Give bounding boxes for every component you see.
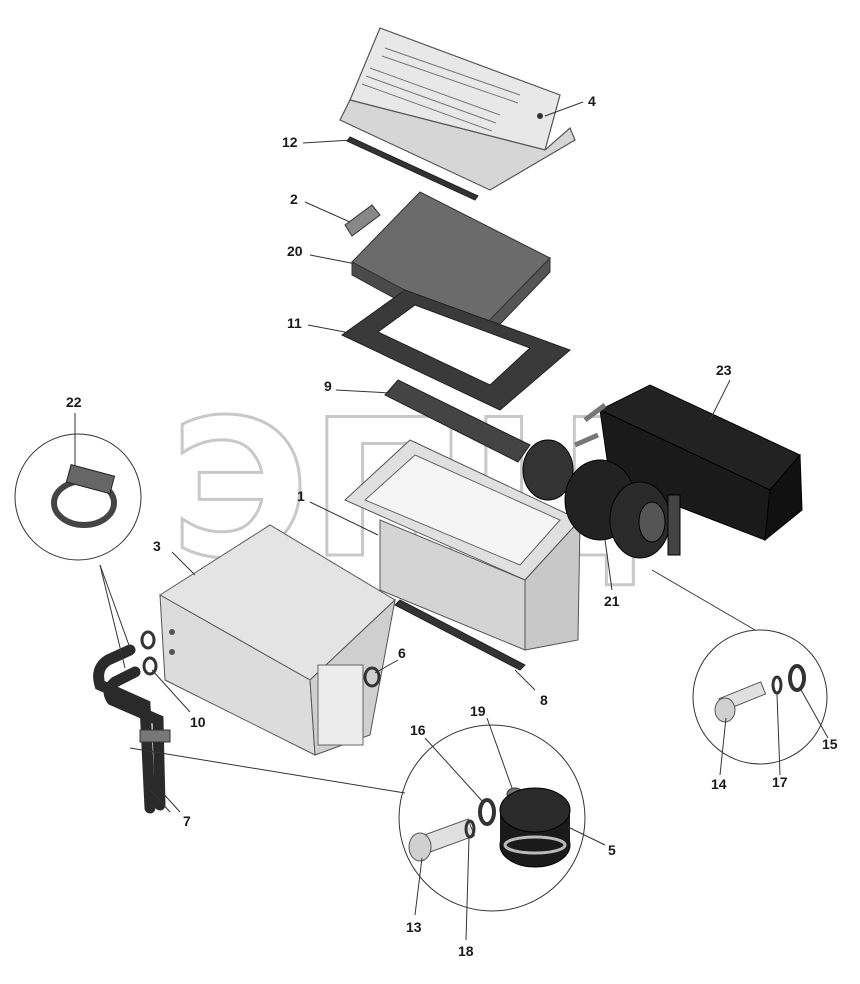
label-18: 18 (458, 943, 474, 959)
motor-unit-part (574, 384, 803, 542)
pipe-clamp (139, 729, 171, 743)
fastener-detail-circle-right (692, 629, 828, 765)
pipes-part (93, 644, 166, 814)
label-11: 11 (287, 315, 302, 331)
seal-strip-part (346, 136, 479, 201)
hose-clamp-detail-circle (14, 433, 142, 561)
o-rings-10-part (140, 630, 158, 676)
label-23: 23 (716, 362, 732, 378)
label-7: 7 (183, 813, 191, 829)
label-16: 16 (410, 722, 426, 738)
label-1: 1 (297, 488, 305, 504)
label-6: 6 (398, 645, 406, 661)
heater-box-part (159, 524, 396, 756)
label-12: 12 (282, 134, 298, 150)
small-bracket-part (344, 204, 381, 237)
label-14: 14 (711, 776, 727, 792)
leader-lines (74, 101, 829, 941)
housing-part (344, 439, 581, 651)
label-4: 4 (588, 93, 596, 109)
narrow-strip-part (384, 379, 531, 463)
top-cover-part (339, 27, 576, 191)
label-13: 13 (406, 919, 422, 935)
label-2: 2 (290, 191, 298, 207)
label-21: 21 (604, 593, 620, 609)
label-3: 3 (153, 538, 161, 554)
label-10: 10 (190, 714, 206, 730)
label-22: 22 (66, 394, 82, 410)
label-15: 15 (822, 736, 838, 752)
part-labels: 4 12 2 20 11 9 1 3 6 8 10 23 21 22 7 16 … (66, 93, 838, 959)
label-17: 17 (772, 774, 788, 790)
rail-part (394, 599, 526, 671)
label-20: 20 (287, 243, 303, 259)
label-5: 5 (608, 842, 616, 858)
fan-part (522, 439, 681, 559)
o-ring-6-part (363, 666, 381, 688)
fastener-detail-circle-left (398, 724, 586, 912)
gasket-frame-part (341, 289, 571, 411)
label-19: 19 (470, 703, 486, 719)
label-8: 8 (540, 692, 548, 708)
label-9: 9 (324, 378, 332, 394)
